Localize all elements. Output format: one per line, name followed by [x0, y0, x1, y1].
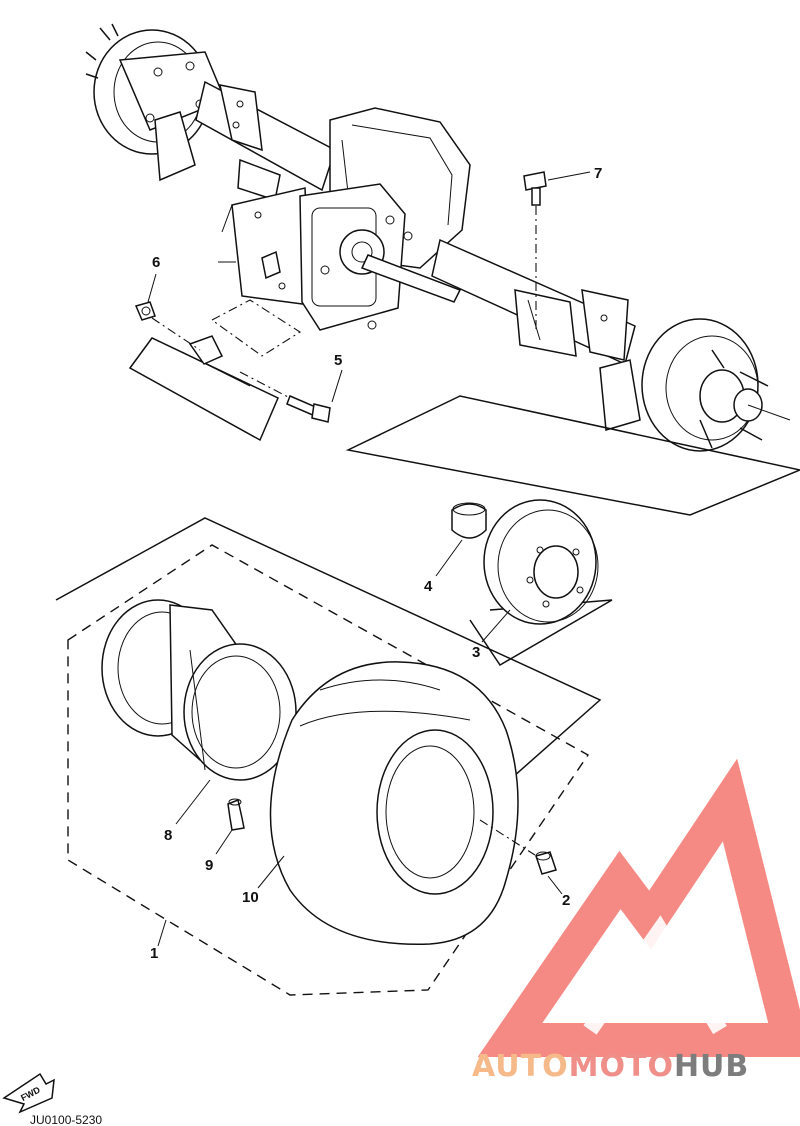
automotohub-wordmark: AUTOMOTOHUB: [472, 1049, 749, 1084]
callout-4: 4: [424, 578, 433, 595]
rear-axle-assembly: [85, 23, 791, 452]
callout-labels: 1 2 3 4 5 6 7 8 9 10: [150, 165, 602, 962]
wheel-rim-8: [101, 599, 297, 781]
callout-9: 9: [205, 857, 213, 874]
valve-9: [227, 798, 245, 831]
automotohub-logo: [477, 758, 800, 1057]
tire-10: [269, 661, 536, 945]
wheel-assembly-frame: [55, 517, 602, 996]
bolt-7: [523, 171, 547, 330]
hub-cap-4: [451, 502, 487, 539]
callout-3: 3: [472, 644, 480, 661]
bolt-6: [134, 301, 201, 351]
nut-2: [535, 851, 557, 875]
leader-lines: [147, 171, 591, 947]
wordmark-hub: HUB: [674, 1049, 749, 1084]
wheel-hub-3: [483, 499, 599, 625]
callout-2: 2: [562, 892, 570, 909]
svg-text:AUTOMOTOHUB: AUTOMOTOHUB: [472, 1049, 749, 1084]
wordmark-auto: AUTO: [472, 1049, 569, 1084]
callout-5: 5: [334, 352, 342, 369]
fwd-arrow-icon: FWD: [2, 1072, 55, 1114]
wordmark-moto: MOTO: [569, 1049, 674, 1084]
drawing-code: JU0100-5230: [30, 1113, 102, 1126]
callout-1: 1: [150, 945, 158, 962]
callout-10: 10: [242, 889, 259, 906]
callout-8: 8: [164, 827, 172, 844]
bolt-5: [239, 371, 331, 423]
callout-7: 7: [594, 165, 602, 182]
callout-6: 6: [152, 254, 160, 271]
